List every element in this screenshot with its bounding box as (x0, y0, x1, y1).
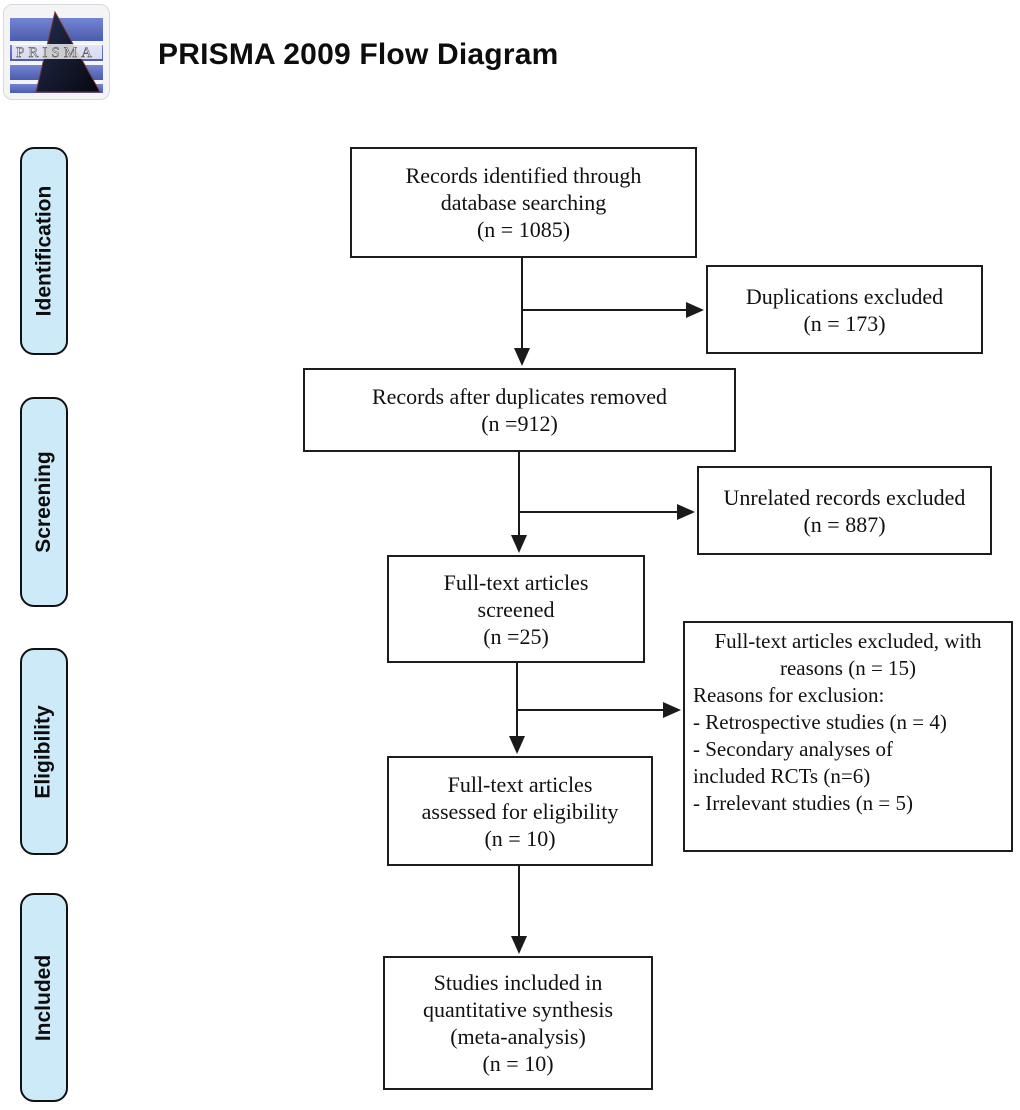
phase-label-text: Eligibility (32, 704, 55, 799)
flow-box-records-identified: Records identified through database sear… (350, 147, 697, 258)
phase-label-text: Included (32, 954, 55, 1041)
logo-prisma-text: PRISMA (16, 45, 96, 61)
phase-label-text: Identification (32, 185, 56, 317)
box-text: Records identified through database sear… (405, 163, 642, 242)
flow-box-unrelated-excluded: Unrelated records excluded (n = 887) (697, 466, 992, 555)
box-text: Duplications excluded (n = 173) (745, 283, 944, 336)
flow-box-fulltext-excluded: Full-text articles excluded, with reason… (683, 621, 1013, 852)
box-text: Studies included in quantitative synthes… (422, 970, 614, 1076)
box-text: Full-text articles assessed for eligibil… (421, 771, 619, 851)
flow-box-duplications-excluded: Duplications excluded (n = 173) (706, 265, 983, 354)
exclusion-reasons: Reasons for exclusion: - Retrospective s… (693, 683, 947, 815)
flow-box-fulltext-screened: Full-text articles screened (n =25) (387, 555, 645, 663)
page-title: PRISMA 2009 Flow Diagram (158, 38, 559, 71)
flow-box-records-after-duplicates: Records after duplicates removed (n =912… (303, 368, 736, 452)
prisma-logo-icon: PRISMA (3, 4, 110, 100)
box-text: Unrelated records excluded (n = 887) (723, 484, 966, 537)
exclusion-heading: Full-text articles excluded, with reason… (714, 629, 982, 680)
phase-label-identification: Identification (20, 147, 68, 355)
flow-box-fulltext-assessed: Full-text articles assessed for eligibil… (387, 756, 653, 866)
phase-label-screening: Screening (20, 397, 68, 607)
phase-label-eligibility: Eligibility (20, 648, 68, 855)
box-text: Records after duplicates removed (n =912… (371, 384, 668, 436)
phase-label-included: Included (20, 893, 68, 1102)
flow-box-studies-included: Studies included in quantitative synthes… (383, 956, 653, 1090)
phase-label-text: Screening (32, 451, 56, 553)
box-text: Full-text articles screened (n =25) (443, 569, 589, 649)
